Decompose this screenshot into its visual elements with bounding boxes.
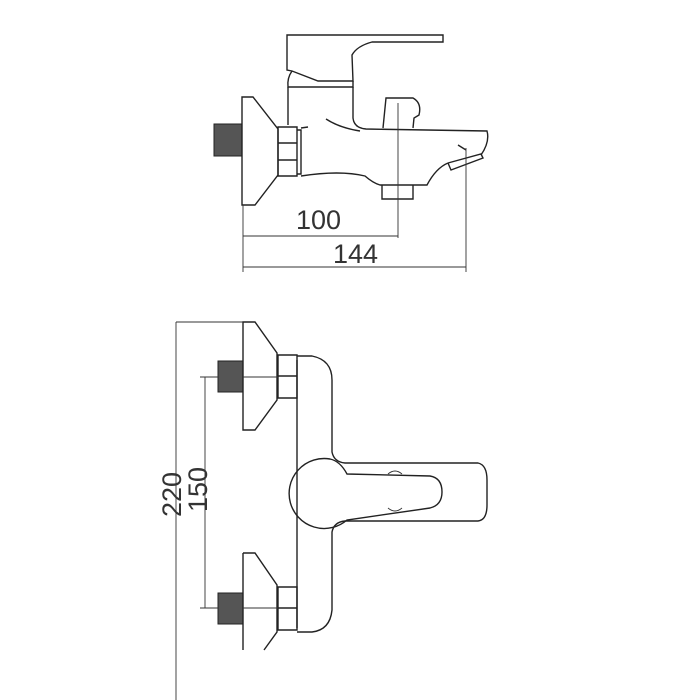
dimension-100-label: 100 <box>296 205 341 235</box>
side-inlet-thread <box>213 123 243 157</box>
top-diverter-knob <box>387 470 403 512</box>
side-body-curve <box>325 118 361 132</box>
side-lever-handle <box>286 34 444 82</box>
top-nut-upper <box>277 354 298 399</box>
dimension-144-label: 144 <box>333 239 378 269</box>
side-nut <box>277 126 302 177</box>
top-lever-handle <box>288 457 443 530</box>
dimension-220-label: 220 <box>157 472 187 517</box>
top-inlet-thread-upper <box>217 360 244 393</box>
side-spout-outlet <box>447 144 484 171</box>
side-body-bottom <box>300 162 449 186</box>
top-view: 220 150 <box>157 321 488 700</box>
top-flange-upper <box>242 321 278 431</box>
top-body-outline <box>297 355 488 633</box>
top-inlet-thread-lower <box>217 592 244 625</box>
top-nut-lower <box>277 586 298 631</box>
side-body-top <box>287 87 489 156</box>
side-nut-lip <box>300 126 309 129</box>
side-wall-flange <box>241 96 279 206</box>
side-diverter-knob <box>382 97 421 129</box>
side-bottom-nut <box>381 185 414 200</box>
top-dimension-lines <box>175 321 243 700</box>
dimension-150-label: 150 <box>183 467 213 512</box>
top-inlet-axes <box>243 376 278 609</box>
side-view: 100 144 <box>213 34 489 272</box>
side-dimension-lines <box>242 103 467 272</box>
top-flange-lower <box>243 552 278 651</box>
